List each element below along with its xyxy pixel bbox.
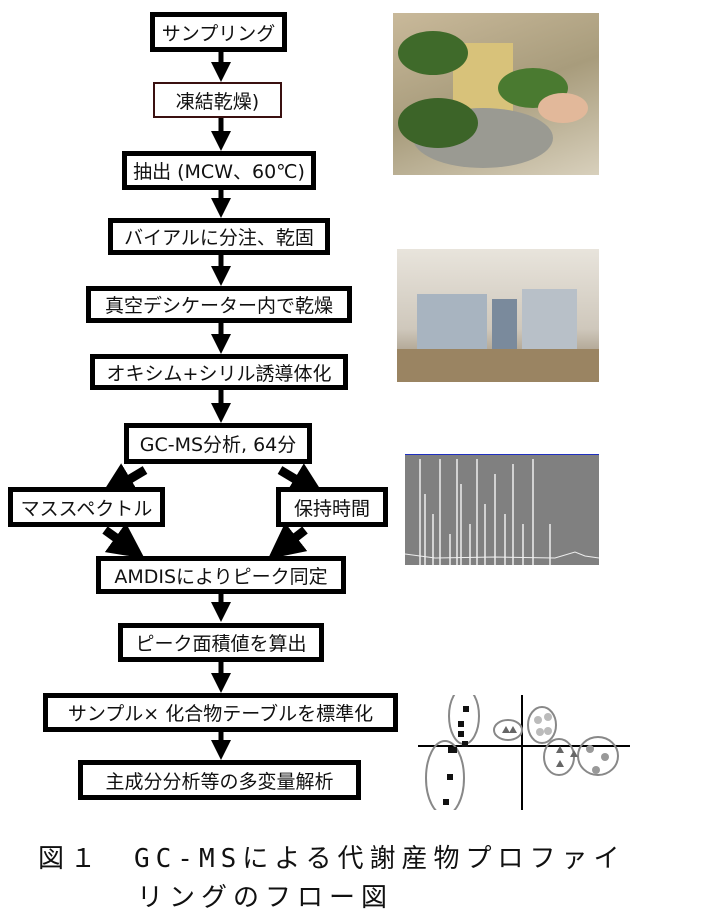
step-retention-time: 保持時間 — [276, 487, 388, 527]
step-peak-area: ピーク面積値を算出 — [118, 623, 324, 662]
step-desiccator: 真空デシケーター内で乾燥 — [86, 286, 352, 323]
figure-caption-line2: リングのフロー図 — [137, 883, 394, 913]
step-sampling: サンプリング — [150, 12, 287, 52]
step-multivariate: 主成分分析等の多変量解析 — [78, 760, 361, 800]
step-freeze-dry: 凍結乾燥) — [153, 82, 282, 118]
figure-caption-line1: 図１ GC-MSによる代謝産物プロファイ — [38, 844, 626, 874]
sampling-photo — [393, 13, 599, 175]
step-derivatization: オキシム+シリル誘導体化 — [90, 354, 348, 390]
gcms-instrument-photo — [397, 249, 599, 382]
step-vial: バイアルに分注、乾固 — [108, 218, 330, 255]
step-extraction: 抽出 (MCW、60℃) — [122, 151, 316, 190]
step-gcms: GC-MS分析, 64分 — [124, 423, 312, 464]
step-amdis: AMDISによりピーク同定 — [96, 556, 346, 594]
step-normalize: サンプル× 化合物テーブルを標準化 — [43, 693, 398, 732]
chromatogram-image — [405, 454, 599, 565]
step-mass-spectrum: マススペクトル — [8, 487, 165, 527]
pca-score-plot — [418, 695, 630, 810]
